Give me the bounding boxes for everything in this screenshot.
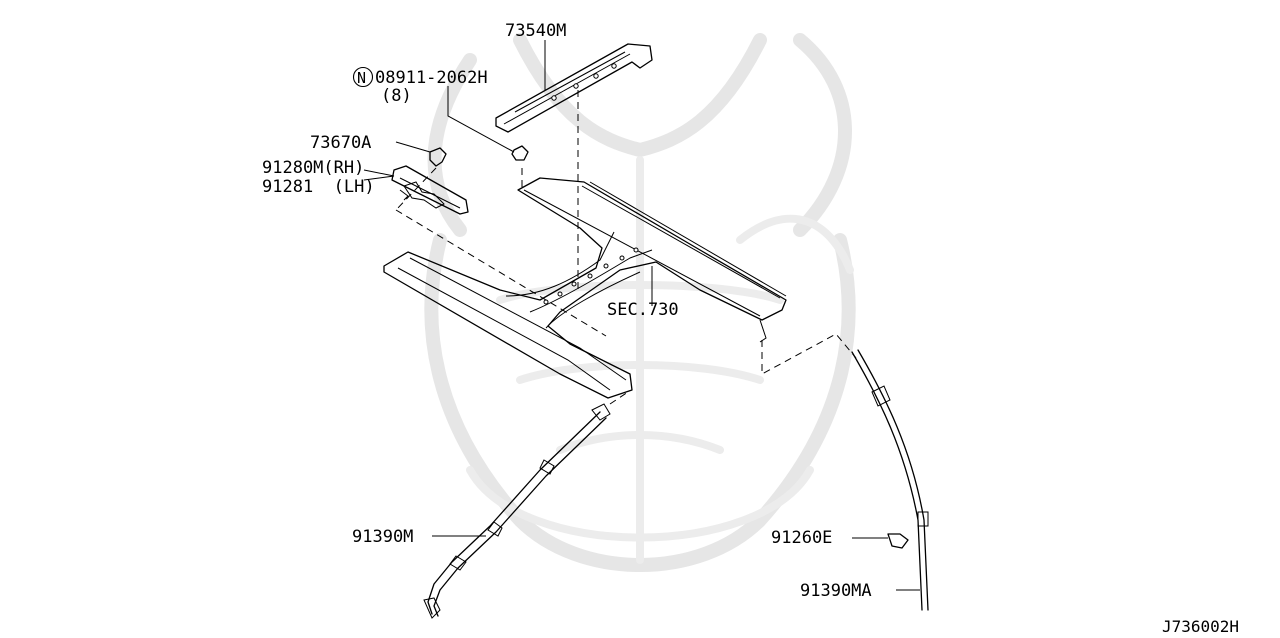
callout-91390ma[interactable]: 91390MA: [800, 581, 872, 601]
clip-08911-2062h[interactable]: [511, 145, 529, 161]
weatherstrip-91390m[interactable]: [423, 403, 611, 619]
samurai-helmet-watermark: [424, 33, 856, 572]
callout-08911-quantity: (8): [381, 86, 412, 106]
assembly-guide-lines: [395, 90, 857, 405]
roof-rail-garnish-73540m[interactable]: [495, 43, 653, 133]
callout-91281[interactable]: 91281 (LH): [262, 177, 375, 197]
weatherstrip-91390ma[interactable]: [851, 349, 929, 611]
diagram-code: J736002H: [1162, 617, 1239, 636]
callout-91390m[interactable]: 91390M: [352, 527, 413, 547]
callout-08911-2062h[interactable]: 08911-2062H: [375, 68, 488, 88]
n-marker-letter: N: [357, 69, 366, 87]
callout-73540m[interactable]: 73540M: [505, 21, 566, 41]
clip-91260e[interactable]: [887, 533, 909, 549]
n-marker-icon: N: [352, 66, 374, 88]
roof-frame-sec-730: [383, 177, 787, 399]
callout-sec-730[interactable]: SEC.730: [607, 300, 679, 320]
callout-73670a[interactable]: 73670A: [310, 133, 371, 153]
callout-91260e[interactable]: 91260E: [771, 528, 832, 548]
clip-73670a[interactable]: [429, 147, 447, 167]
leader-lines: [363, 40, 920, 591]
bracket-91280m-91281[interactable]: [391, 165, 469, 215]
callout-91280m[interactable]: 91280M(RH): [262, 158, 364, 178]
